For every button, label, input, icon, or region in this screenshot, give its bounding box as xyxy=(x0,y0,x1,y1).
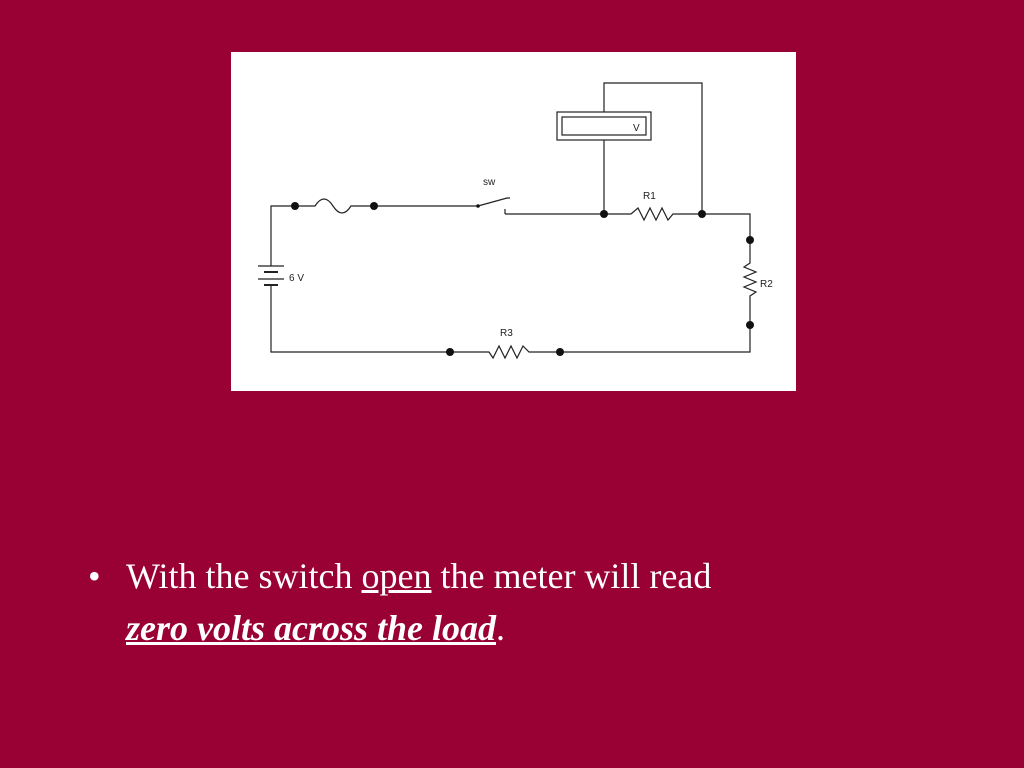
bullet-text-middle: the meter will read xyxy=(431,556,712,596)
voltmeter-display xyxy=(561,116,647,136)
resistor-r3-label: R3 xyxy=(500,328,513,339)
node-dot xyxy=(698,210,706,218)
switch-label: sw xyxy=(483,177,496,188)
meter-label: V xyxy=(633,123,640,134)
node-dot xyxy=(746,321,754,329)
switch-pivot-dot xyxy=(476,204,480,208)
wire-bottom-right xyxy=(560,325,751,353)
resistor-r2-label: R2 xyxy=(760,279,773,290)
resistor-r1-label: R1 xyxy=(643,191,656,202)
circuit-svg: sw 6 V V R1 R2 R3 xyxy=(258,82,773,360)
node-dot xyxy=(746,236,754,244)
node-dot xyxy=(556,348,564,356)
resistor-r2 xyxy=(742,240,758,325)
bullet-text-end: . xyxy=(496,608,506,648)
resistor-r1 xyxy=(630,206,702,222)
battery-label: 6 V xyxy=(289,273,304,284)
bullet-text-start: With the switch xyxy=(126,556,362,596)
emphasis-open: open xyxy=(361,556,432,596)
bullet-text: With the switch open the meter will read… xyxy=(126,550,966,654)
bullet-marker: • xyxy=(88,556,101,596)
meter-lead-right xyxy=(603,82,703,214)
fuse-symbol xyxy=(295,198,374,214)
circuit-diagram: sw 6 V V R1 R2 R3 xyxy=(231,52,796,391)
node-dot xyxy=(370,202,378,210)
wire-bottom-left xyxy=(270,292,450,353)
wire-left-top xyxy=(270,205,295,266)
node-dot xyxy=(446,348,454,356)
voltmeter-body xyxy=(556,111,652,141)
switch-blade xyxy=(477,197,510,207)
node-dot xyxy=(291,202,299,210)
emphasis-conclusion: zero volts across the load xyxy=(126,608,497,648)
resistor-r3 xyxy=(450,344,560,360)
node-dot xyxy=(600,210,608,218)
wire-top-right xyxy=(702,213,751,240)
